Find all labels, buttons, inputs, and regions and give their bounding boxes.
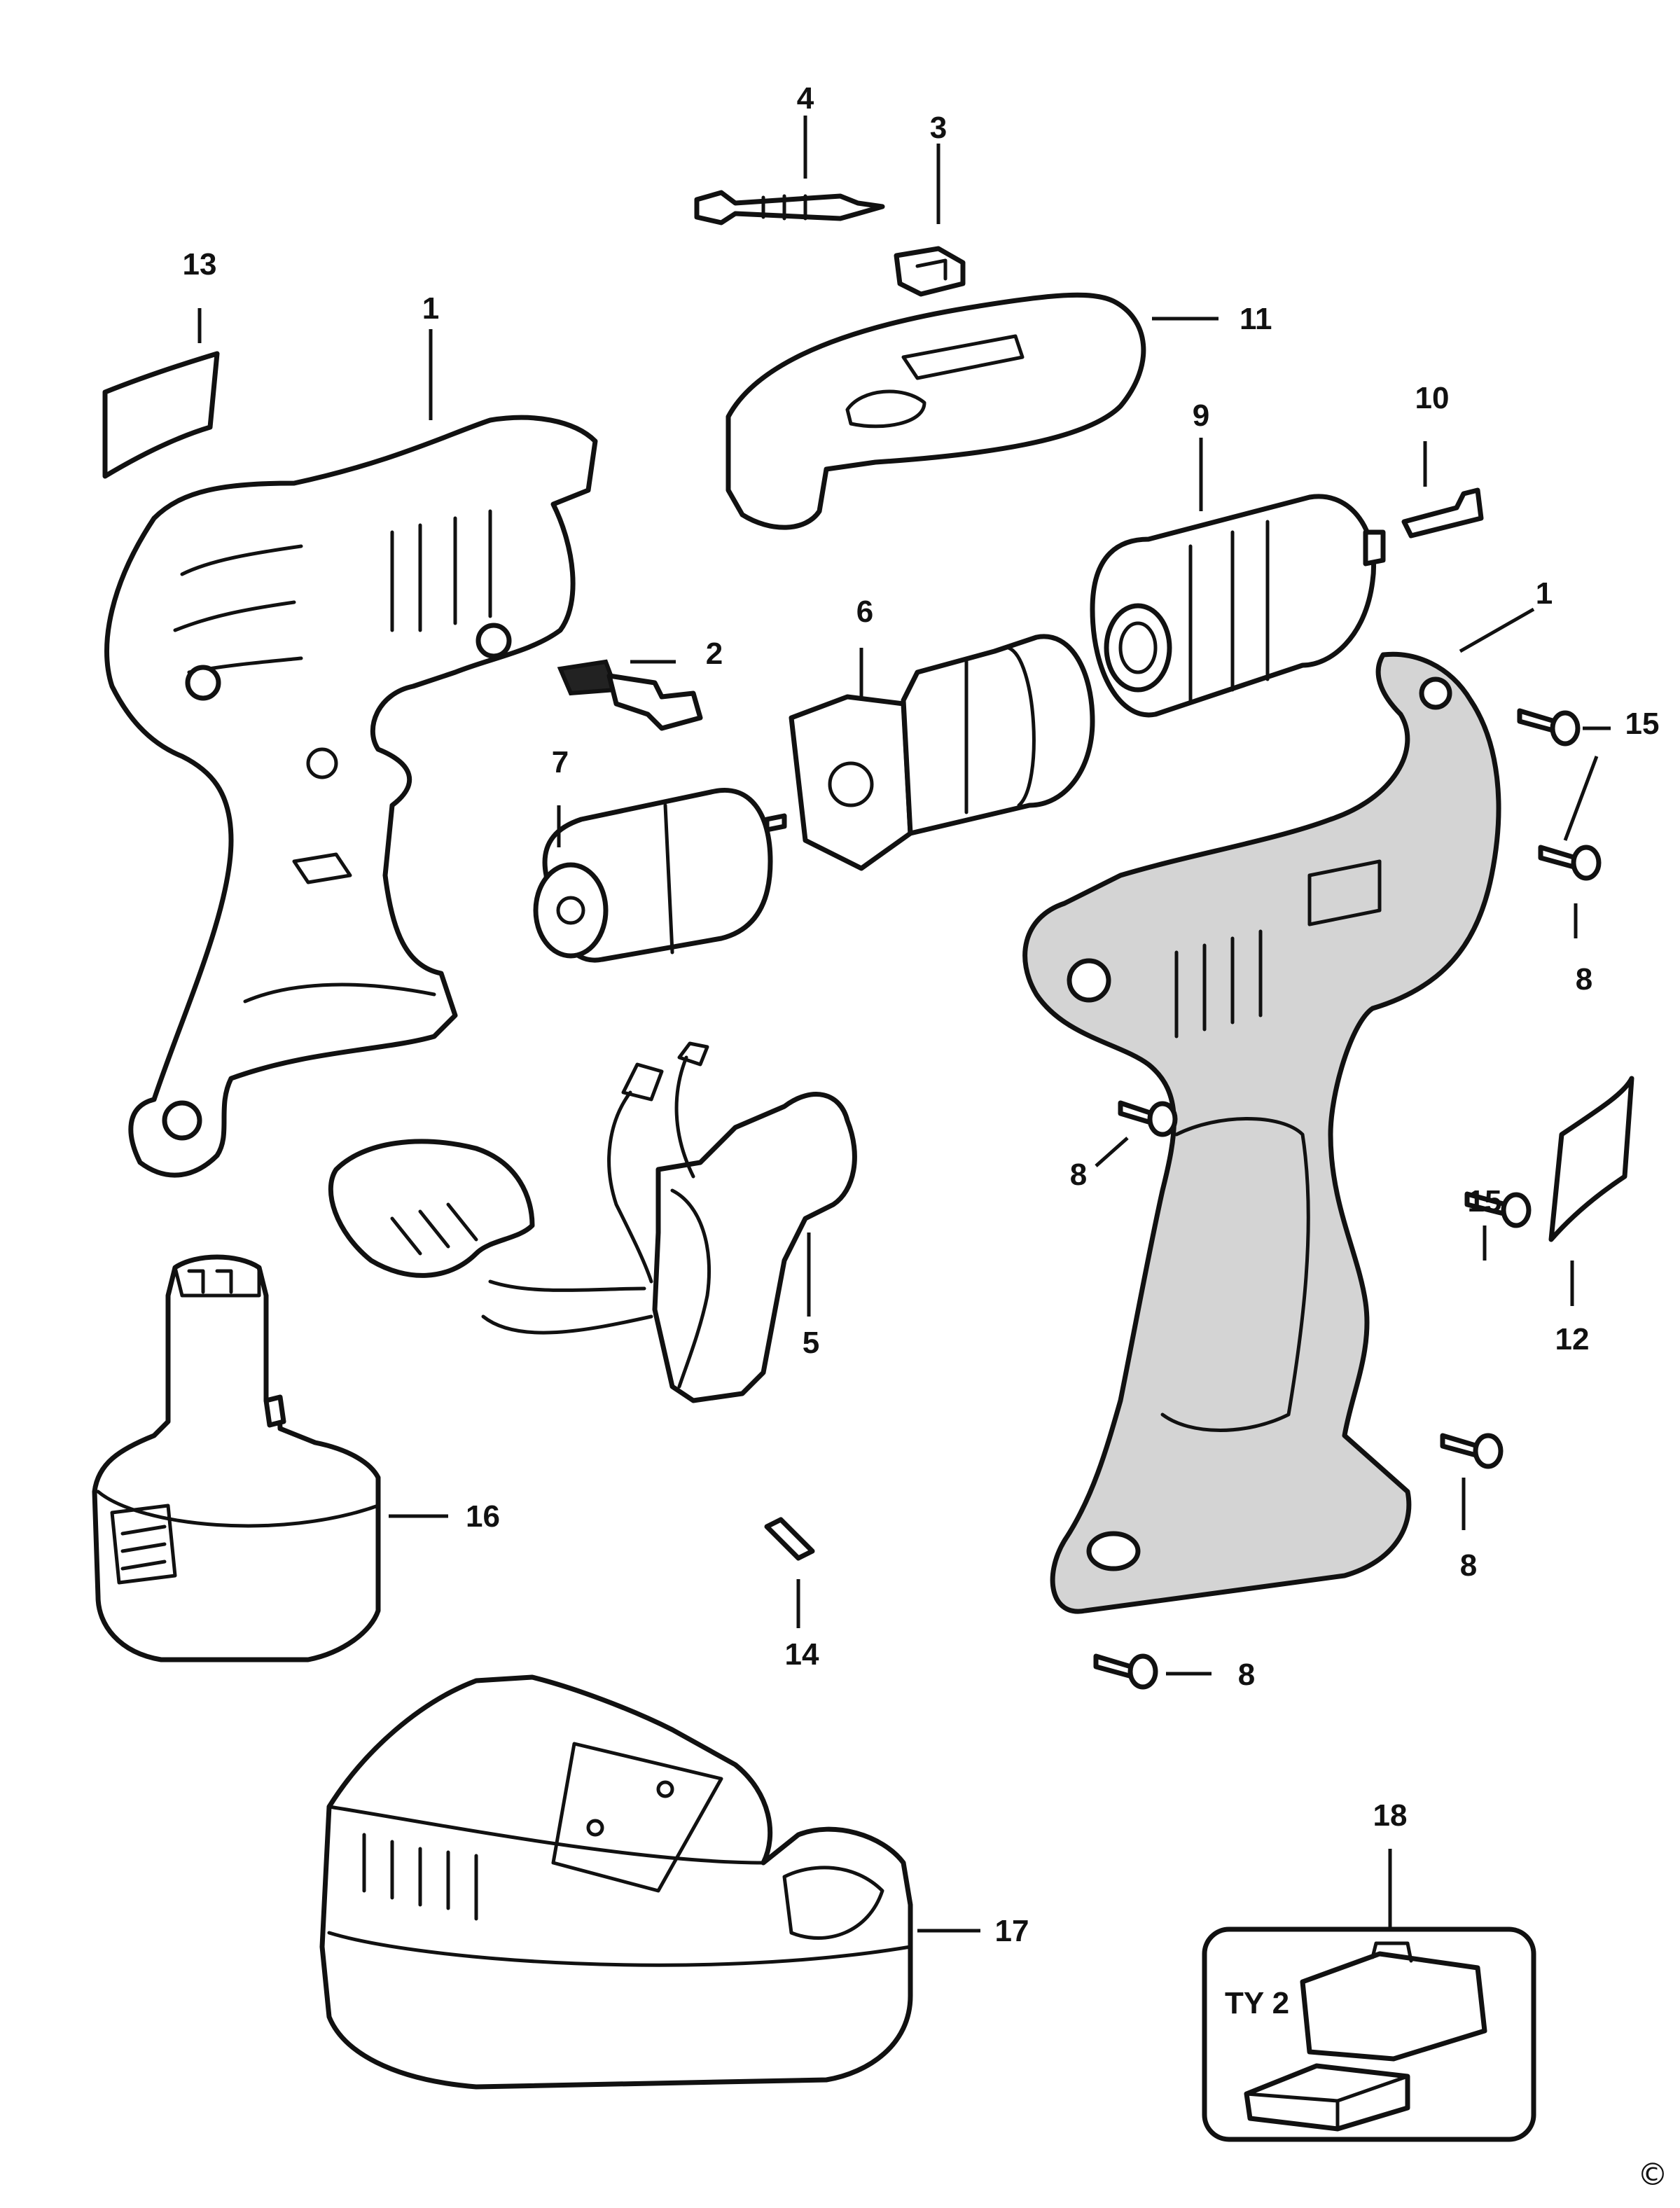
part-12-label (1548, 1076, 1634, 1242)
leader-lines (197, 116, 1611, 1933)
part-5-switch-assembly (481, 1041, 857, 1403)
part-13-label (102, 351, 220, 479)
callout-1-right: 1 (1536, 576, 1553, 611)
part-16-battery-pack (92, 1254, 381, 1662)
part-4-screwdriver-bit (694, 190, 885, 225)
callout-7: 7 (552, 745, 569, 779)
screws (1093, 708, 1602, 1690)
callout-11: 11 (1240, 302, 1272, 336)
callout-12: 12 (1555, 1322, 1590, 1356)
part-2-switch-lever (557, 659, 703, 731)
part-1-right-housing (1022, 651, 1501, 1614)
inset-label-ty2: TY 2 (1225, 1986, 1289, 2020)
part-6-gearbox (789, 634, 1095, 871)
callout-labels: 4 3 13 1 11 9 10 1 2 6 7 15 8 8 15 12 5 … (183, 81, 1668, 2193)
part-18-inset-box (1202, 1926, 1536, 2142)
callout-8-b: 8 (1070, 1158, 1087, 1192)
part-9-chuck (1090, 494, 1386, 718)
callout-17: 17 (995, 1914, 1029, 1948)
part-5-rocker-cover (328, 1139, 535, 1278)
part-17-charger (319, 1674, 913, 2090)
callout-10: 10 (1415, 381, 1450, 415)
callout-2: 2 (706, 637, 723, 671)
callout-6: 6 (856, 595, 873, 629)
callout-18: 18 (1373, 1798, 1408, 1833)
callout-1-left: 1 (422, 291, 439, 326)
copyright-mark: © (1637, 2157, 1668, 2193)
screw-15-b (1464, 1191, 1532, 1228)
callout-16: 16 (466, 1499, 500, 1534)
callout-14: 14 (785, 1637, 819, 1672)
screw-8-c (1440, 1433, 1504, 1469)
callout-9: 9 (1193, 398, 1209, 433)
screw-8-d (1093, 1653, 1158, 1690)
callout-3: 3 (930, 111, 947, 145)
callout-5: 5 (803, 1326, 819, 1360)
screw-15-a (1517, 708, 1581, 747)
part-14-pin (764, 1517, 815, 1561)
callout-15-b: 15 (1468, 1184, 1502, 1218)
callout-15-a: 15 (1625, 707, 1660, 741)
callout-8-d: 8 (1238, 1658, 1255, 1692)
callout-13: 13 (183, 247, 217, 282)
callout-4: 4 (797, 81, 814, 116)
callout-8-a: 8 (1576, 962, 1592, 997)
part-11-top-cover (726, 292, 1146, 530)
part-3-clip (894, 246, 966, 297)
part-10-screw (1401, 487, 1484, 539)
callout-8-c: 8 (1460, 1548, 1477, 1583)
part-7-motor (533, 788, 787, 963)
part-1-left-housing (104, 415, 598, 1178)
screw-8-b (1118, 1100, 1178, 1137)
screw-8-a (1538, 845, 1602, 881)
